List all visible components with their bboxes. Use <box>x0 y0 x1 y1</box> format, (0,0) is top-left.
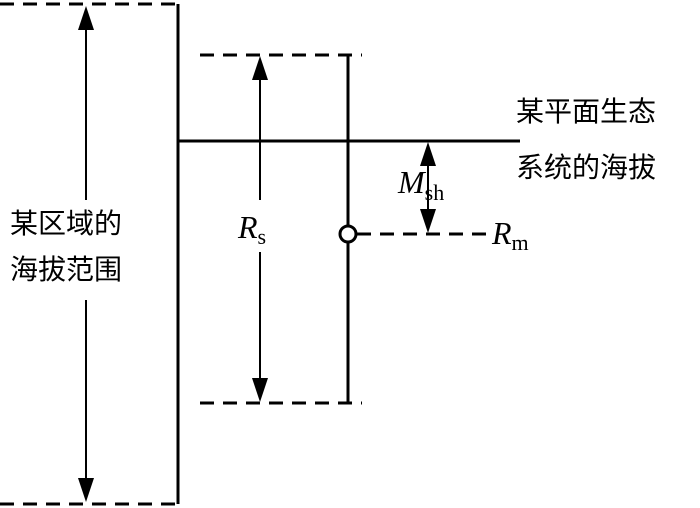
midpoint-circle <box>338 224 358 244</box>
msh-arrow <box>420 142 436 233</box>
arrowhead-down <box>252 378 268 402</box>
region-range-label-line1: 某区域的 <box>10 207 122 240</box>
arrowhead-down <box>420 209 436 233</box>
rs-label: Rs <box>237 209 266 249</box>
rm-label: Rm <box>491 215 529 255</box>
arrowhead-up <box>420 142 436 166</box>
arrowhead-up <box>252 56 268 80</box>
region-range-label-line2: 海拔范围 <box>10 253 122 286</box>
arrowhead-up <box>78 6 94 30</box>
region-range-arrow <box>78 6 94 502</box>
msh-label: Msh <box>397 164 444 205</box>
arrowhead-down <box>78 478 94 502</box>
eco-elevation-label-line1: 某平面生态 <box>516 95 656 128</box>
rs-arrow <box>252 56 268 402</box>
eco-elevation-label-line2: 系统的海拔 <box>516 151 656 184</box>
